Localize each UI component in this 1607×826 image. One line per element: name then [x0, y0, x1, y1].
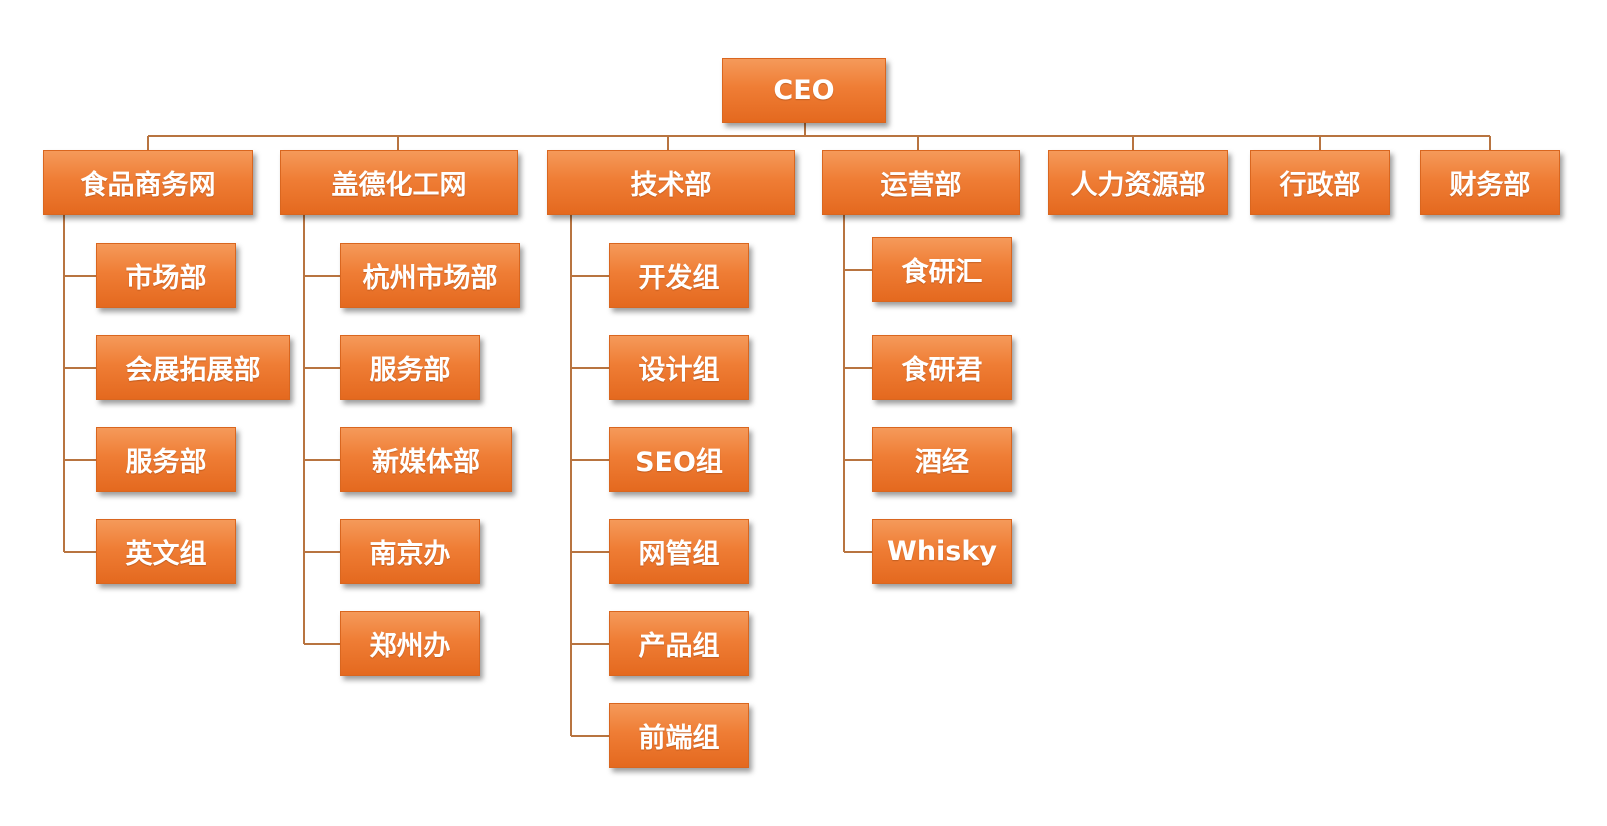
dept-box-gaide-chemical: 盖德化工网: [280, 150, 518, 215]
team-box: 设计组: [609, 335, 749, 400]
team-box: SEO组: [609, 427, 749, 492]
team-box: 食研汇: [872, 237, 1012, 302]
team-box: 网管组: [609, 519, 749, 584]
team-box: 食研君: [872, 335, 1012, 400]
team-box: 服务部: [96, 427, 236, 492]
team-box: 前端组: [609, 703, 749, 768]
team-box: 开发组: [609, 243, 749, 308]
team-box: 会展拓展部: [96, 335, 290, 400]
team-box: 英文组: [96, 519, 236, 584]
dept-box-admin: 行政部: [1250, 150, 1390, 215]
dept-box-hr: 人力资源部: [1048, 150, 1228, 215]
team-box: 新媒体部: [340, 427, 512, 492]
team-box: 市场部: [96, 243, 236, 308]
team-box: 产品组: [609, 611, 749, 676]
dept-box-tech: 技术部: [547, 150, 795, 215]
team-box: 服务部: [340, 335, 480, 400]
team-box: 南京办: [340, 519, 480, 584]
team-box: 郑州办: [340, 611, 480, 676]
dept-box-food-commerce: 食品商务网: [43, 150, 253, 215]
team-box: 杭州市场部: [340, 243, 520, 308]
ceo-box: CEO: [722, 58, 886, 123]
dept-box-finance: 财务部: [1420, 150, 1560, 215]
dept-box-operations: 运营部: [822, 150, 1020, 215]
team-box: Whisky: [872, 519, 1012, 584]
team-box: 酒经: [872, 427, 1012, 492]
